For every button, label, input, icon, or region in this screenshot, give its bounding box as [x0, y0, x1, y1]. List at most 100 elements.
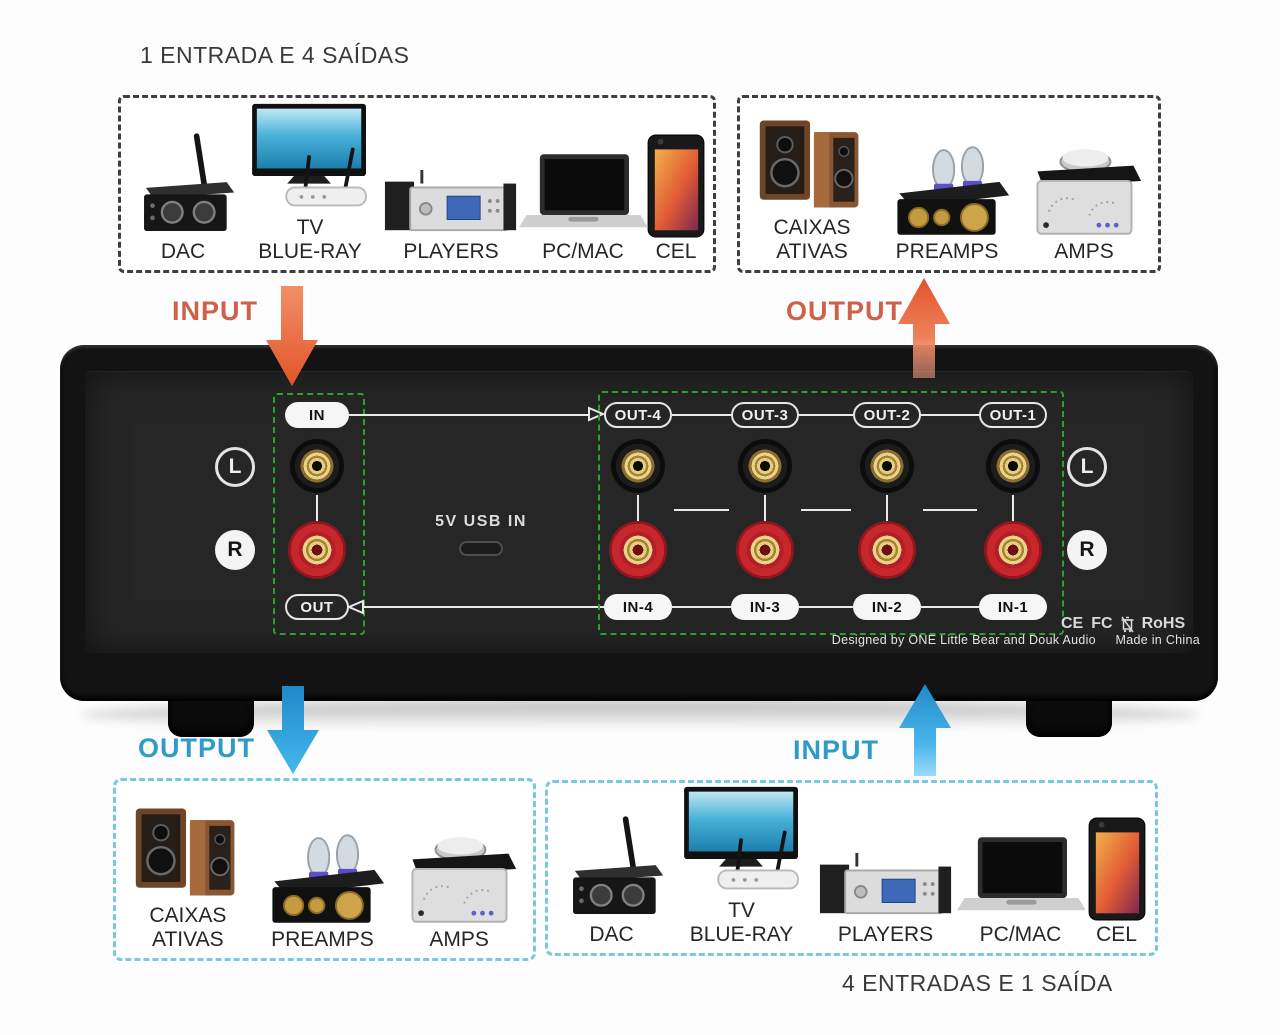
device-item-speakers: CAIXAS ATIVAS	[130, 802, 246, 952]
device-item-amp: AMPS	[399, 834, 519, 952]
ce-mark: CE	[1061, 615, 1084, 632]
rca-jack-in1-right[interactable]	[984, 521, 1042, 579]
preamp-icon	[272, 834, 385, 923]
device-label: PC/MAC	[542, 239, 624, 263]
in3-label: IN-3	[731, 594, 799, 620]
connector-line	[923, 509, 977, 511]
device-label: PLAYERS	[403, 239, 499, 263]
top-right-sinks-box: CAIXAS ATIVAS PREAMPS	[737, 95, 1161, 273]
in4-label: IN-4	[604, 594, 672, 620]
device-item-cel: CEL	[647, 134, 705, 264]
input-arrow-up-icon	[899, 684, 951, 776]
fcc-mark: FC	[1091, 615, 1113, 632]
rca-jack-out4-left[interactable]	[611, 439, 665, 493]
device-item-speakers: CAIXAS ATIVAS	[754, 114, 870, 264]
out4-label: OUT-4	[604, 402, 672, 428]
rca-jack-in2-right[interactable]	[858, 521, 916, 579]
connector-line	[672, 414, 731, 416]
right-channel-badge: R	[215, 530, 255, 570]
left-channel-badge: L	[215, 447, 255, 487]
input-group-outline	[273, 393, 365, 635]
usb-power-label: 5V USB IN	[435, 513, 527, 530]
device-label: PREAMPS	[895, 239, 999, 263]
designed-by-text: Designed by ONE Little Bear and Douk Aud…	[831, 633, 1096, 647]
top-output-label: OUTPUT	[786, 296, 903, 326]
in1-label: IN-1	[979, 594, 1047, 620]
arrowhead-right-icon	[588, 406, 605, 422]
dac-icon	[144, 133, 235, 231]
connector-line	[921, 414, 979, 416]
connector-line	[672, 606, 731, 608]
certification-marks: CE FC RoHS	[1061, 615, 1185, 633]
device-item-pcmac: PC/MAC	[519, 154, 647, 264]
device-item-pcmac: PC/MAC	[956, 837, 1085, 947]
rohs-mark: RoHS	[1141, 615, 1186, 632]
rca-jack-out2-left[interactable]	[860, 439, 914, 493]
device-item-players: PLAYERS	[383, 168, 519, 264]
device-label: CAIXAS ATIVAS	[149, 903, 227, 951]
device-item-preamp: PREAMPS	[257, 831, 387, 952]
device-item-tv-bluray: TV BLUE-RAY	[237, 102, 383, 264]
rca-jack-in-right[interactable]	[288, 521, 346, 579]
left-channel-badge-right: L	[1067, 447, 1107, 487]
bottom-left-sinks-box: CAIXAS ATIVAS PREAMPS	[113, 778, 536, 961]
chassis-footer: Designed by ONE Little Bear and Douk Aud…	[760, 633, 1200, 647]
device-label: PREAMPS	[271, 927, 374, 951]
rca-jack-in4-right[interactable]	[609, 521, 667, 579]
top-title: 1 ENTRADA E 4 SAÍDAS	[140, 42, 410, 68]
bottom-right-sources-box: DAC TV BLUE-RAY	[545, 780, 1158, 956]
made-in-text: Made in China	[1115, 633, 1200, 647]
device-label: CEL	[1096, 922, 1137, 946]
tv-bluray-icon	[252, 103, 367, 207]
weee-bin-icon	[1120, 616, 1134, 632]
pcmac-icon	[956, 837, 1085, 911]
speakers-icon	[135, 808, 235, 896]
device-label: AMPS	[1054, 239, 1114, 263]
device-item-tv-bluray: TV BLUE-RAY	[669, 785, 815, 947]
device-item-amp: AMPS	[1024, 146, 1144, 264]
input-arrow-down-icon	[266, 286, 318, 386]
amp-icon	[1036, 149, 1142, 235]
rca-jack-out1-left[interactable]	[986, 439, 1040, 493]
dac-icon	[572, 816, 663, 914]
amp-icon	[411, 837, 517, 923]
speakers-icon	[759, 120, 859, 208]
connector-line	[674, 509, 729, 511]
players-icon	[384, 169, 517, 232]
out-port-label: OUT	[285, 594, 349, 620]
bottom-title: 4 ENTRADAS E 1 SAÍDA	[842, 970, 1113, 996]
device-foot-left	[168, 696, 254, 737]
connector-line	[764, 495, 766, 523]
device-label: CEL	[655, 239, 697, 263]
rca-jack-in3-right[interactable]	[736, 521, 794, 579]
routing-line-ins-to-out	[361, 606, 605, 608]
right-channel-badge-right: R	[1067, 530, 1107, 570]
preamp-icon	[897, 146, 1010, 235]
bottom-input-label: INPUT	[793, 735, 879, 765]
device-label: PC/MAC	[979, 922, 1062, 946]
arrowhead-left-icon	[347, 599, 364, 615]
usb-port[interactable]	[459, 541, 503, 556]
rear-panel-face: IN OUT L R 5V USB IN OUT-4 OUT-3 OUT-	[85, 371, 1193, 653]
device-label: TV BLUE-RAY	[689, 898, 794, 946]
device-item-cel: CEL	[1088, 817, 1146, 947]
connector-line	[921, 606, 979, 608]
device-reflection	[80, 700, 1200, 730]
device-item-dac: DAC	[558, 815, 666, 947]
device-item-players: PLAYERS	[818, 851, 954, 947]
pcmac-icon	[519, 154, 647, 228]
connector-line	[316, 495, 318, 523]
in2-label: IN-2	[853, 594, 921, 620]
device-foot-right	[1026, 696, 1112, 737]
out3-label: OUT-3	[731, 402, 799, 428]
in-port-label: IN	[285, 402, 349, 428]
rca-jack-in-left[interactable]	[290, 439, 344, 493]
rca-jack-out3-left[interactable]	[738, 439, 792, 493]
routing-line-in-to-outs	[349, 414, 593, 416]
output-group-outline	[598, 391, 1064, 635]
top-input-label: INPUT	[172, 296, 258, 326]
device-label: AMPS	[429, 927, 489, 951]
tv-bluray-icon	[683, 786, 799, 890]
device-label: TV BLUE-RAY	[258, 215, 362, 263]
